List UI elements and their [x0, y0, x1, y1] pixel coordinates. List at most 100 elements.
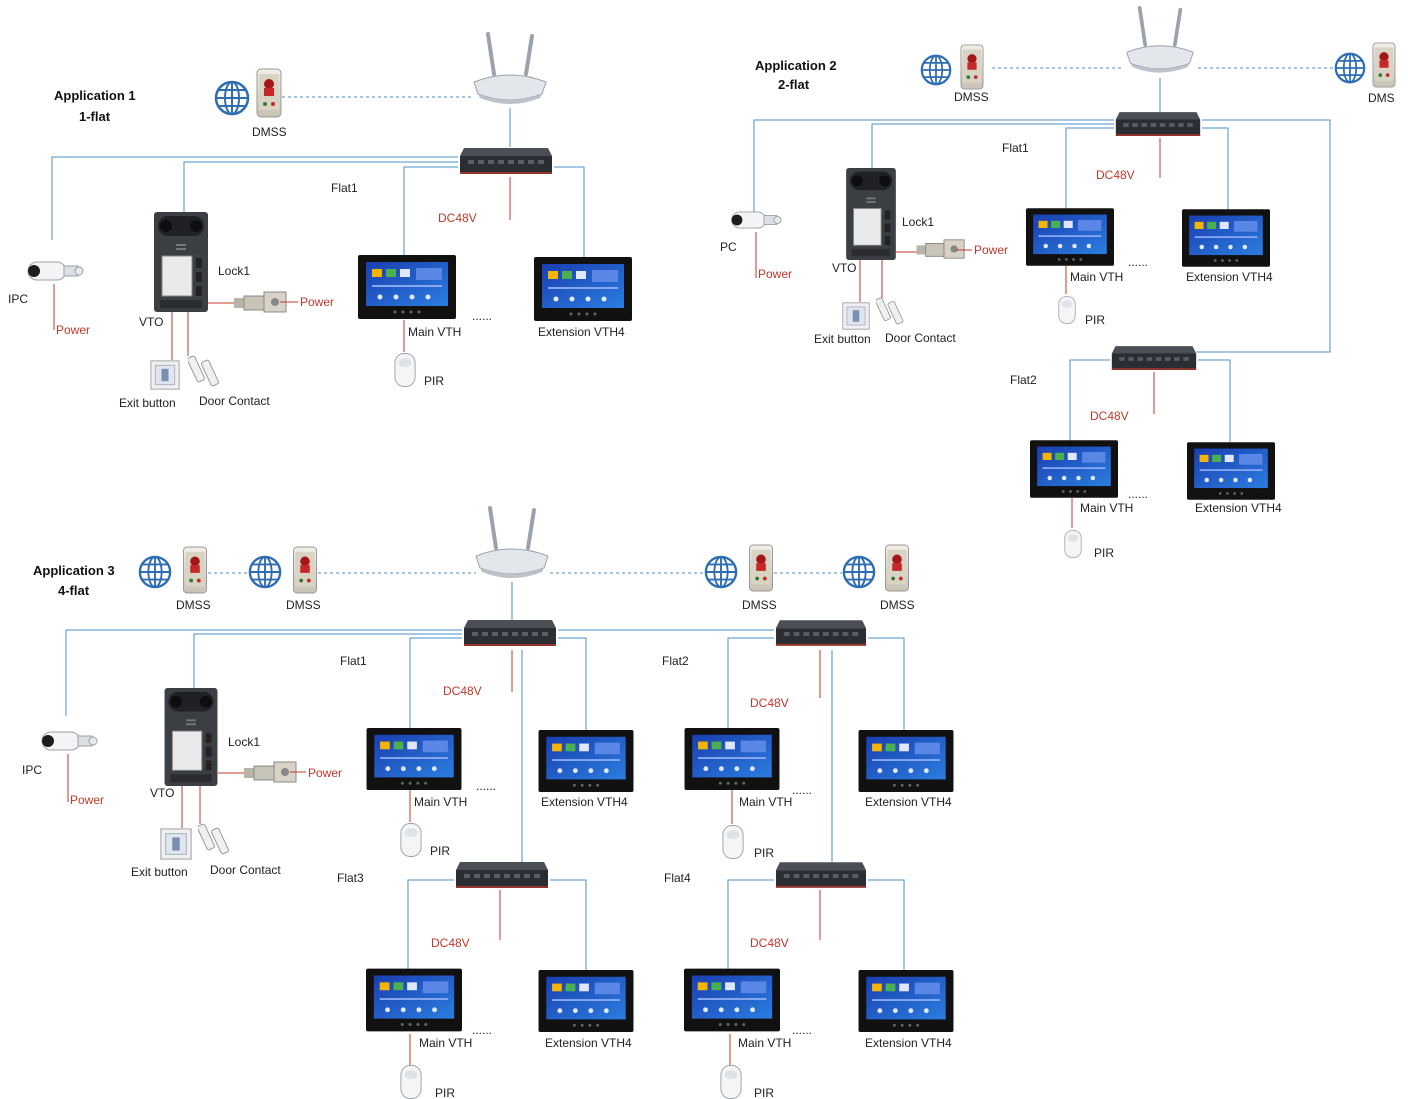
ipc-power-label: Power — [70, 793, 104, 807]
flat1-label: Flat1 — [1002, 141, 1029, 155]
dmss-label-2: DMSS — [286, 598, 321, 612]
pir-label: PIR — [424, 374, 444, 388]
main-vth-monitor-icon — [358, 255, 456, 319]
extension-vth-monitor-icon-flat2 — [1187, 442, 1275, 500]
dc48v-label-flat4: DC48V — [750, 936, 789, 950]
pir-sensor-icon-flat2 — [722, 825, 744, 859]
app1-title: Application 1 — [54, 88, 136, 103]
main-vth-monitor-icon-flat3 — [366, 968, 462, 1032]
ipc-label: IPC — [22, 763, 42, 777]
flat2-label: Flat2 — [662, 654, 689, 668]
exit-button-label: Exit button — [131, 865, 188, 879]
app2-title: Application 2 — [755, 58, 837, 73]
internet-globe-icon-2 — [248, 555, 282, 589]
exit-button-icon — [150, 360, 180, 390]
pir-label: PIR — [1085, 313, 1105, 327]
main-vth-label-flat2: Main VTH — [739, 795, 792, 809]
extension-vth-label-flat2: Extension VTH4 — [1195, 501, 1282, 515]
exit-button-label: Exit button — [119, 396, 176, 410]
pir-sensor-icon — [394, 353, 416, 387]
electric-lock-icon — [916, 239, 965, 259]
more-dots: ...... — [472, 309, 492, 323]
vto-station-icon — [846, 168, 896, 260]
more-dots-flat1: ...... — [476, 779, 496, 793]
exit-button-icon — [842, 302, 870, 330]
extension-vth-monitor-icon-flat1 — [538, 730, 634, 792]
extension-vth-label: Extension VTH4 — [1186, 270, 1273, 284]
pir-label-flat3: PIR — [435, 1086, 455, 1099]
application-3: Application 3 4-flat DMSS DMSS DMSS DMSS — [22, 506, 954, 1099]
more-dots-flat3: ...... — [472, 1023, 492, 1037]
pir-sensor-icon-flat3 — [400, 1065, 422, 1099]
exit-button-label: Exit button — [814, 332, 871, 346]
dmss-label: DMSS — [954, 90, 989, 104]
flat2-label: Flat2 — [1010, 373, 1037, 387]
dmss-label-4: DMSS — [880, 598, 915, 612]
pir-sensor-icon — [1058, 296, 1076, 324]
extension-vth-label: Extension VTH4 — [538, 325, 625, 339]
pir-label-flat4: PIR — [754, 1086, 774, 1099]
dmss-phone-icon-2 — [292, 546, 318, 594]
extension-vth-label-flat3: Extension VTH4 — [545, 1036, 632, 1050]
internet-globe-icon — [214, 80, 250, 116]
app2-subtitle: 2-flat — [778, 77, 810, 92]
extension-vth-monitor-icon-flat2 — [858, 730, 954, 792]
extension-vth-label-flat1: Extension VTH4 — [541, 795, 628, 809]
dmss-phone-icon — [182, 546, 208, 594]
pir-sensor-icon-flat4 — [720, 1065, 742, 1099]
poe-switch-icon — [1115, 112, 1201, 136]
main-vth-label-flat2: Main VTH — [1080, 501, 1133, 515]
app1-subtitle: 1-flat — [79, 109, 111, 124]
main-vth-monitor-icon — [1026, 208, 1114, 266]
flat3-label: Flat3 — [337, 871, 364, 885]
door-contact-label: Door Contact — [885, 331, 956, 345]
vto-label: VTO — [139, 315, 163, 329]
flat4-label: Flat4 — [664, 871, 691, 885]
poe-switch-icon-flat2 — [1111, 346, 1197, 370]
door-contact-icon — [876, 296, 904, 326]
internet-globe-icon-3 — [704, 555, 738, 589]
door-contact-label: Door Contact — [199, 394, 270, 408]
more-dots-flat2: ...... — [1128, 487, 1148, 501]
lock-power-label: Power — [974, 243, 1008, 257]
lock-power-label: Power — [300, 295, 334, 309]
main-vth-label: Main VTH — [408, 325, 461, 339]
dmss-phone-icon — [256, 68, 282, 118]
vto-label: VTO — [150, 786, 174, 800]
vto-label: VTO — [832, 261, 856, 275]
internet-globe-icon-4 — [842, 555, 876, 589]
more-dots-flat4: ...... — [792, 1023, 812, 1037]
dc48v-label: DC48V — [1096, 168, 1135, 182]
dmss-phone-icon-4 — [884, 544, 910, 592]
pir-sensor-icon-flat2 — [1064, 530, 1082, 558]
main-vth-monitor-icon-flat2 — [684, 728, 780, 790]
dc48v-label-flat2: DC48V — [750, 696, 789, 710]
application-1: Application 1 1-flat DMSS Flat1 DC48V IP… — [8, 32, 632, 410]
vto-station-icon — [154, 212, 208, 312]
main-vth-label: Main VTH — [1070, 270, 1123, 284]
flat1-label: Flat1 — [331, 181, 358, 195]
main-vth-label-flat3: Main VTH — [419, 1036, 472, 1050]
ipc-camera-icon — [27, 261, 84, 281]
extension-vth-monitor-icon — [534, 257, 632, 321]
dc48v-label-flat1: DC48V — [443, 684, 482, 698]
flat1-label: Flat1 — [340, 654, 367, 668]
router-icon — [1124, 6, 1196, 75]
dmss-label-2: DMS — [1368, 91, 1395, 105]
dmss-phone-icon-2 — [1372, 42, 1396, 88]
main-vth-label-flat1: Main VTH — [414, 795, 467, 809]
poe-switch-icon-flat2 — [775, 620, 867, 646]
dmss-label: DMSS — [176, 598, 211, 612]
dc48v-label-flat3: DC48V — [431, 936, 470, 950]
pir-label-flat2: PIR — [754, 846, 774, 860]
dmss-phone-icon-3 — [748, 544, 774, 592]
door-contact-icon — [188, 355, 220, 387]
internet-globe-icon-2 — [1334, 52, 1366, 84]
ipc-label: PC — [720, 240, 737, 254]
pir-sensor-icon-flat1 — [400, 823, 422, 857]
dmss-label-3: DMSS — [742, 598, 777, 612]
main-vth-monitor-icon-flat1 — [366, 728, 462, 790]
internet-globe-icon — [138, 555, 172, 589]
ipc-power-label: Power — [56, 323, 90, 337]
